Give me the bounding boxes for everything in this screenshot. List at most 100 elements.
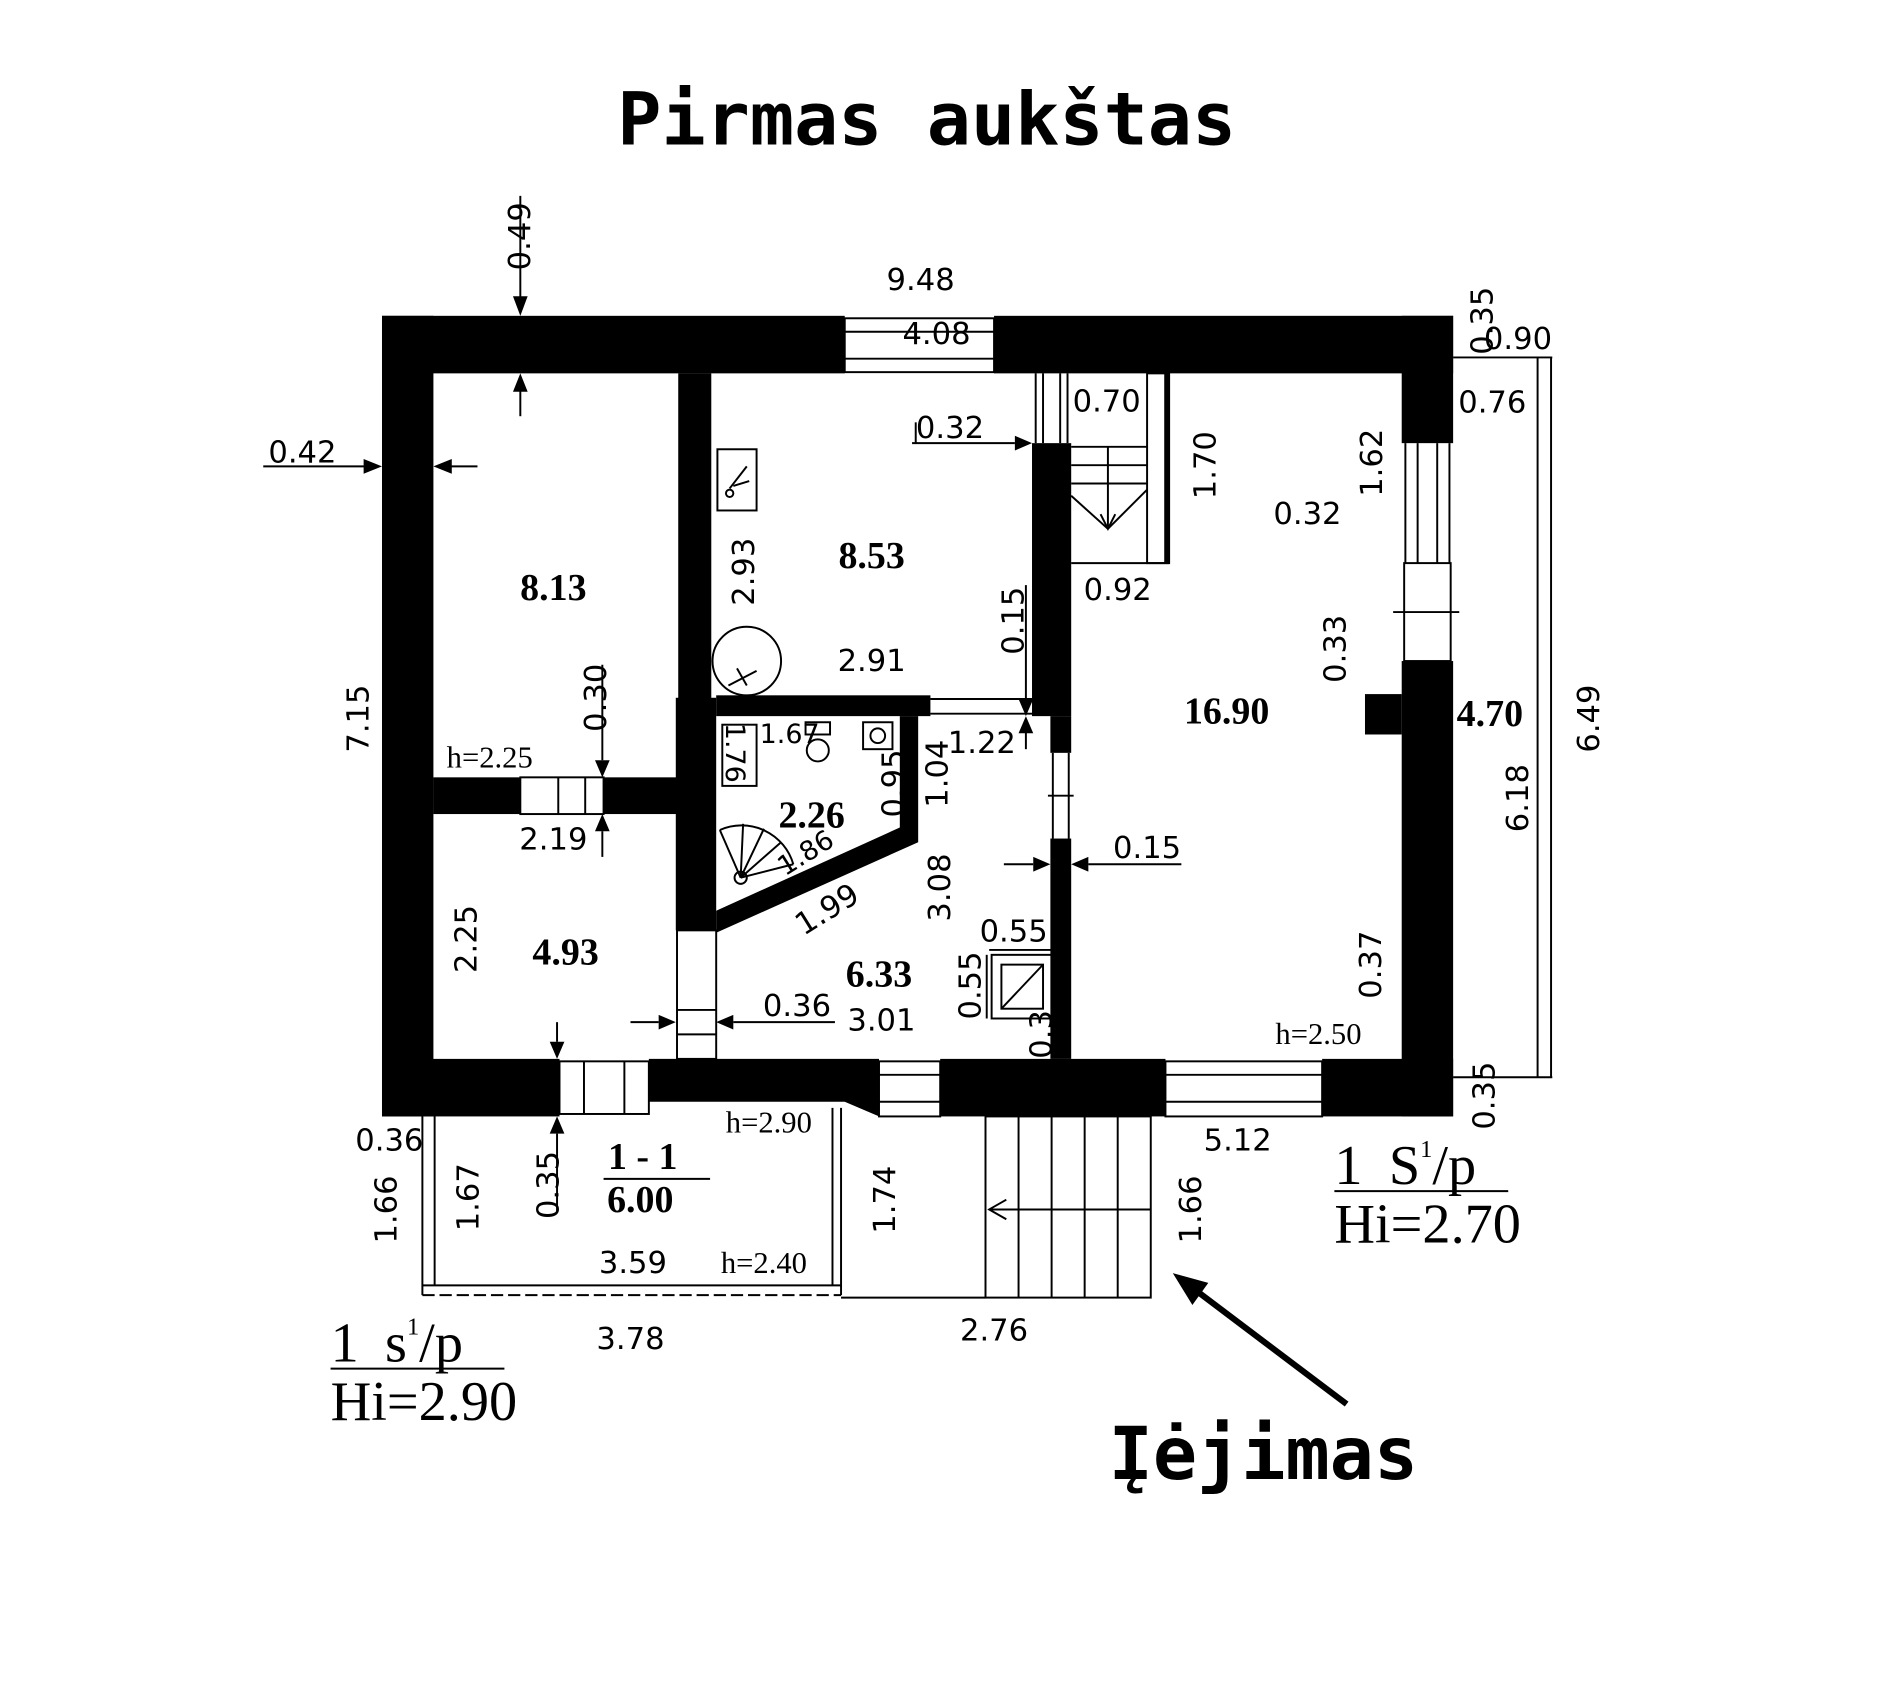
dimension-label: 1.74 [868,1166,903,1234]
exterior-wall [1401,661,1454,1117]
room-area-label: 4.93 [532,932,598,974]
porch-label: 1 - 1 [608,1136,678,1178]
ceiling-height-label: h=2.25 [447,741,533,775]
interior-wall [716,695,931,717]
exterior-wall [381,315,845,374]
dimension-label: 1.76 [719,723,750,783]
dimension-label: 0.32 [1273,497,1341,532]
dimension-label: 0.37 [1354,931,1389,999]
dimension-label: 0.30 [579,664,614,732]
dimension-label: 6.18 [1501,764,1536,832]
room-areas: 8.13 8.53 16.90 4.70 2.26 4.93 6.33 1 - … [520,535,1523,1221]
dimension-label: 1.66 [370,1175,405,1243]
room-area-label: 4.70 [1457,693,1523,735]
dimension-label: 3.78 [596,1322,664,1357]
arrowhead [512,296,528,316]
interior-wall [1050,716,1072,753]
dimension-label: 0.3 [1025,1010,1060,1059]
chimney-icon [990,953,1054,1020]
door [1047,752,1074,839]
dimension-label: 2.93 [727,538,762,606]
door [676,929,718,1060]
window [878,1060,942,1118]
spiral-stair-icon [718,823,795,885]
dimension-label: 1.66 [1174,1175,1209,1243]
arrowhead [433,459,452,474]
dimension-labels: 0.49 9.48 4.08 0.35 0.90 0.76 0.42 0.70 … [268,202,1606,1357]
porch [421,1106,843,1297]
dimension-label: 2.91 [838,644,906,679]
dimension-label: 0.49 [503,202,538,270]
room-area-label: 8.13 [520,567,586,609]
dimension-label: 5.12 [1204,1124,1272,1159]
arrowhead [512,373,528,392]
ceiling-height-label: h=2.90 [726,1105,812,1139]
window [1164,1060,1324,1118]
fixtures [711,448,1054,1020]
exterior-wall [648,1058,879,1117]
arrowhead [363,459,382,474]
exterior-wall [381,1058,560,1117]
dimension-label: 0.15 [996,587,1031,655]
window [1393,443,1460,663]
bathtub-icon [721,723,758,787]
walls [381,315,1454,1117]
entrance-arrow-icon [1172,1273,1349,1407]
interior-wall [433,777,521,815]
dimension-label: 0.70 [1073,384,1141,419]
entrance-label: Įėjimas [1109,1412,1418,1497]
dimension-label: 6.49 [1572,685,1607,753]
dimension-label: 2.19 [519,823,587,858]
appliance-icon [716,448,758,512]
dimension-label: 1.67 [452,1163,487,1231]
dimension-label: 0.32 [916,411,984,446]
arrowhead [1071,856,1089,872]
toilet-icon [804,721,832,763]
window [558,1060,650,1115]
interior-wall [716,716,919,933]
room-area-label: 16.90 [1184,690,1269,732]
interior-wall [603,777,680,815]
level-code: 1 s1/p [331,1312,463,1374]
plan-title: Pirmas aukštas [617,77,1236,162]
arrowhead [1018,716,1034,734]
dimension-label: 9.48 [887,263,955,298]
dimension-label: 3.59 [599,1246,667,1281]
level-marks: 1 S1/p Hi=2.70 1 s1/p Hi=2.90 [331,1135,1521,1433]
partition [930,698,1033,715]
ceiling-heights: h=2.25 h=2.50 h=2.90 h=2.40 [447,741,1362,1281]
arrowhead [594,814,610,832]
arrowhead [594,760,610,778]
exterior-wall [1322,1058,1454,1117]
dimension-label: 0.42 [268,436,336,471]
level-code: 1 S1/p [1334,1135,1476,1197]
level-height: Hi=2.70 [1334,1194,1521,1256]
dimension-label: 0.92 [1084,573,1152,608]
room-area-label: 6.33 [846,954,912,996]
exterior-wall [1401,315,1454,444]
room-area-label: 8.53 [838,535,904,577]
exterior-wall [994,315,1454,374]
ceiling-height-label: h=2.50 [1275,1017,1361,1051]
dimension-label: 2.76 [960,1313,1028,1348]
exterior-wall [940,1058,1166,1117]
interior-wall [1032,443,1072,717]
dimension-label: 0.15 [1113,831,1181,866]
dimension-label: 1.04 [921,740,956,808]
dimension-label: 0.55 [954,951,989,1019]
window [843,317,996,374]
dimension-label: 0.35 [1468,1062,1503,1130]
arrowhead [549,1116,565,1134]
dimension-label: 1.67 [760,719,820,750]
boiler-icon [711,625,783,697]
dimension-label: 1.62 [1355,429,1390,497]
balcony [1453,356,1553,1079]
dimension-label: 3.01 [847,1004,915,1039]
staircase [1070,372,1171,565]
door [519,776,605,816]
wall-pilaster [1364,694,1402,735]
arrowhead [1014,435,1033,451]
dimension-label: 0.90 [1484,322,1552,357]
